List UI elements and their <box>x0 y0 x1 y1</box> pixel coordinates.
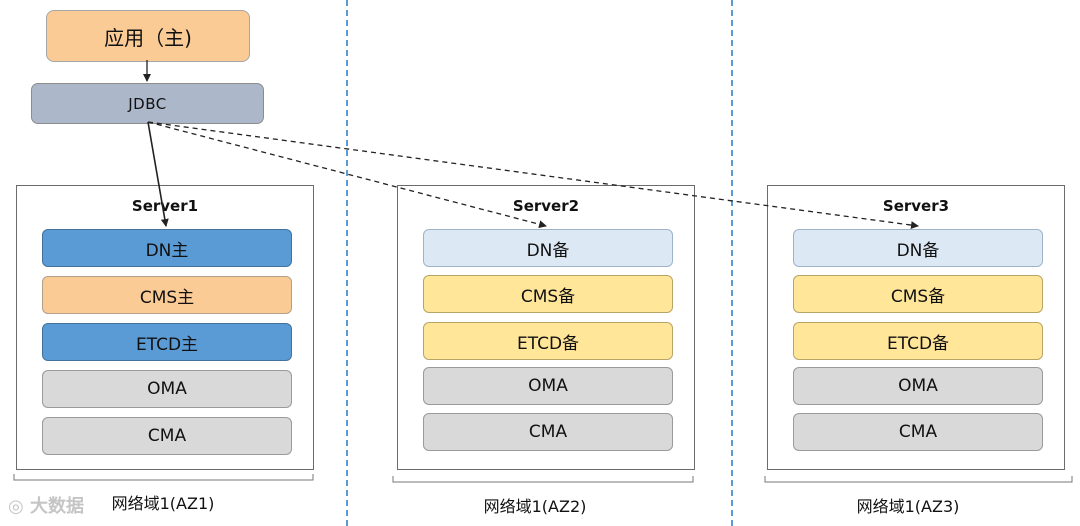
watermark: ◎ 大数据 <box>8 492 84 518</box>
server-1-oma: OMA <box>42 370 292 408</box>
component-label: CMA <box>147 426 187 446</box>
server-3-oma: OMA <box>793 367 1043 405</box>
jdbc-label: JDBC <box>128 94 167 113</box>
zone-label-az1: 网络域1(AZ1) <box>111 494 215 513</box>
application-box: 应用（主) <box>46 10 250 62</box>
server-3-dn-standby: DN备 <box>793 229 1043 267</box>
component-label: CMS主 <box>139 287 195 308</box>
server-3: Server3 DN备 CMS备 ETCD备 OMA CMA <box>767 185 1065 470</box>
server-2-dn-standby: DN备 <box>423 229 673 267</box>
jdbc-box: JDBC <box>31 83 264 124</box>
component-label: ETCD备 <box>886 333 950 354</box>
zone-label-az2: 网络域1(AZ2) <box>483 497 587 516</box>
server-1-cms-primary: CMS主 <box>42 276 292 314</box>
server-3-title: Server3 <box>882 197 950 215</box>
component-label: OMA <box>528 376 568 396</box>
server-2-title: Server2 <box>512 197 580 215</box>
server-1: Server1 DN主 CMS主 ETCD主 OMA CMA <box>16 185 314 470</box>
zone-bracket-az3 <box>764 476 1073 483</box>
server-2-etcd-standby: ETCD备 <box>423 322 673 360</box>
watermark-text: 大数据 <box>30 496 84 517</box>
zone-bracket-az1 <box>13 474 314 481</box>
zone-bracket-az2 <box>392 476 694 483</box>
watermark-logo-icon: ◎ <box>8 496 24 517</box>
component-label: OMA <box>147 379 187 399</box>
server-1-etcd-primary: ETCD主 <box>42 323 292 361</box>
zone-divider-2 <box>731 0 733 526</box>
component-label: DN主 <box>145 240 189 261</box>
component-label: CMA <box>898 422 938 442</box>
server-2-cms-standby: CMS备 <box>423 275 673 313</box>
component-label: CMS备 <box>520 286 576 307</box>
component-label: OMA <box>898 376 938 396</box>
component-label: DN备 <box>526 240 570 261</box>
server-2-oma: OMA <box>423 367 673 405</box>
component-label: ETCD备 <box>516 333 580 354</box>
server-3-cms-standby: CMS备 <box>793 275 1043 313</box>
component-label: ETCD主 <box>135 334 199 355</box>
server-1-cma: CMA <box>42 417 292 455</box>
zone-divider-1 <box>346 0 348 526</box>
component-label: CMS备 <box>890 286 946 307</box>
server-3-cma: CMA <box>793 413 1043 451</box>
component-label: CMA <box>528 422 568 442</box>
server-1-title: Server1 <box>131 197 199 215</box>
application-label: 应用（主) <box>104 25 192 50</box>
server-1-dn-primary: DN主 <box>42 229 292 267</box>
component-label: DN备 <box>896 240 940 261</box>
server-2: Server2 DN备 CMS备 ETCD备 OMA CMA <box>397 185 695 470</box>
server-3-etcd-standby: ETCD备 <box>793 322 1043 360</box>
zone-label-az3: 网络域1(AZ3) <box>856 497 960 516</box>
server-2-cma: CMA <box>423 413 673 451</box>
